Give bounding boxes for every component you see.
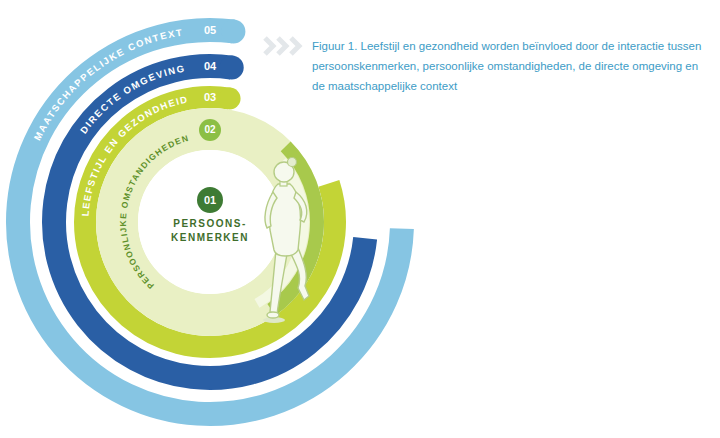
runner-illustration xyxy=(240,150,330,325)
chevron xyxy=(278,38,286,54)
band-cap xyxy=(221,19,245,43)
ring-fill xyxy=(117,129,303,315)
band-number: 04 xyxy=(204,61,216,72)
band-number: 02 xyxy=(204,125,215,135)
chevron xyxy=(265,38,273,54)
ring-band: MAATSCHAPPELIJKE CONTEXT05DIRECTE OMGEVI… xyxy=(6,18,414,426)
ring-band: DIRECTE OMGEVING04LEEFSTIJL EN GEZONDHEI… xyxy=(42,54,378,390)
band-number: 01 xyxy=(204,195,216,206)
core-circle: 01PERSOONS- KENMERKEN xyxy=(138,150,282,294)
number-badge xyxy=(197,187,223,213)
ring-band: LEEFSTIJL EN GEZONDHEID03PERSOONLIJKE OM… xyxy=(74,86,346,358)
number-badge xyxy=(199,119,221,141)
band-cap xyxy=(220,56,244,80)
chevron xyxy=(291,38,299,54)
core-fill xyxy=(138,150,282,294)
band-cap xyxy=(219,88,241,110)
core-label: PERSOONS- KENMERKEN xyxy=(152,217,268,245)
figure-caption: Figuur 1. Leefstijl en gezondheid worden… xyxy=(312,36,710,96)
band-number: 05 xyxy=(204,25,216,36)
band-number: 03 xyxy=(204,92,216,103)
